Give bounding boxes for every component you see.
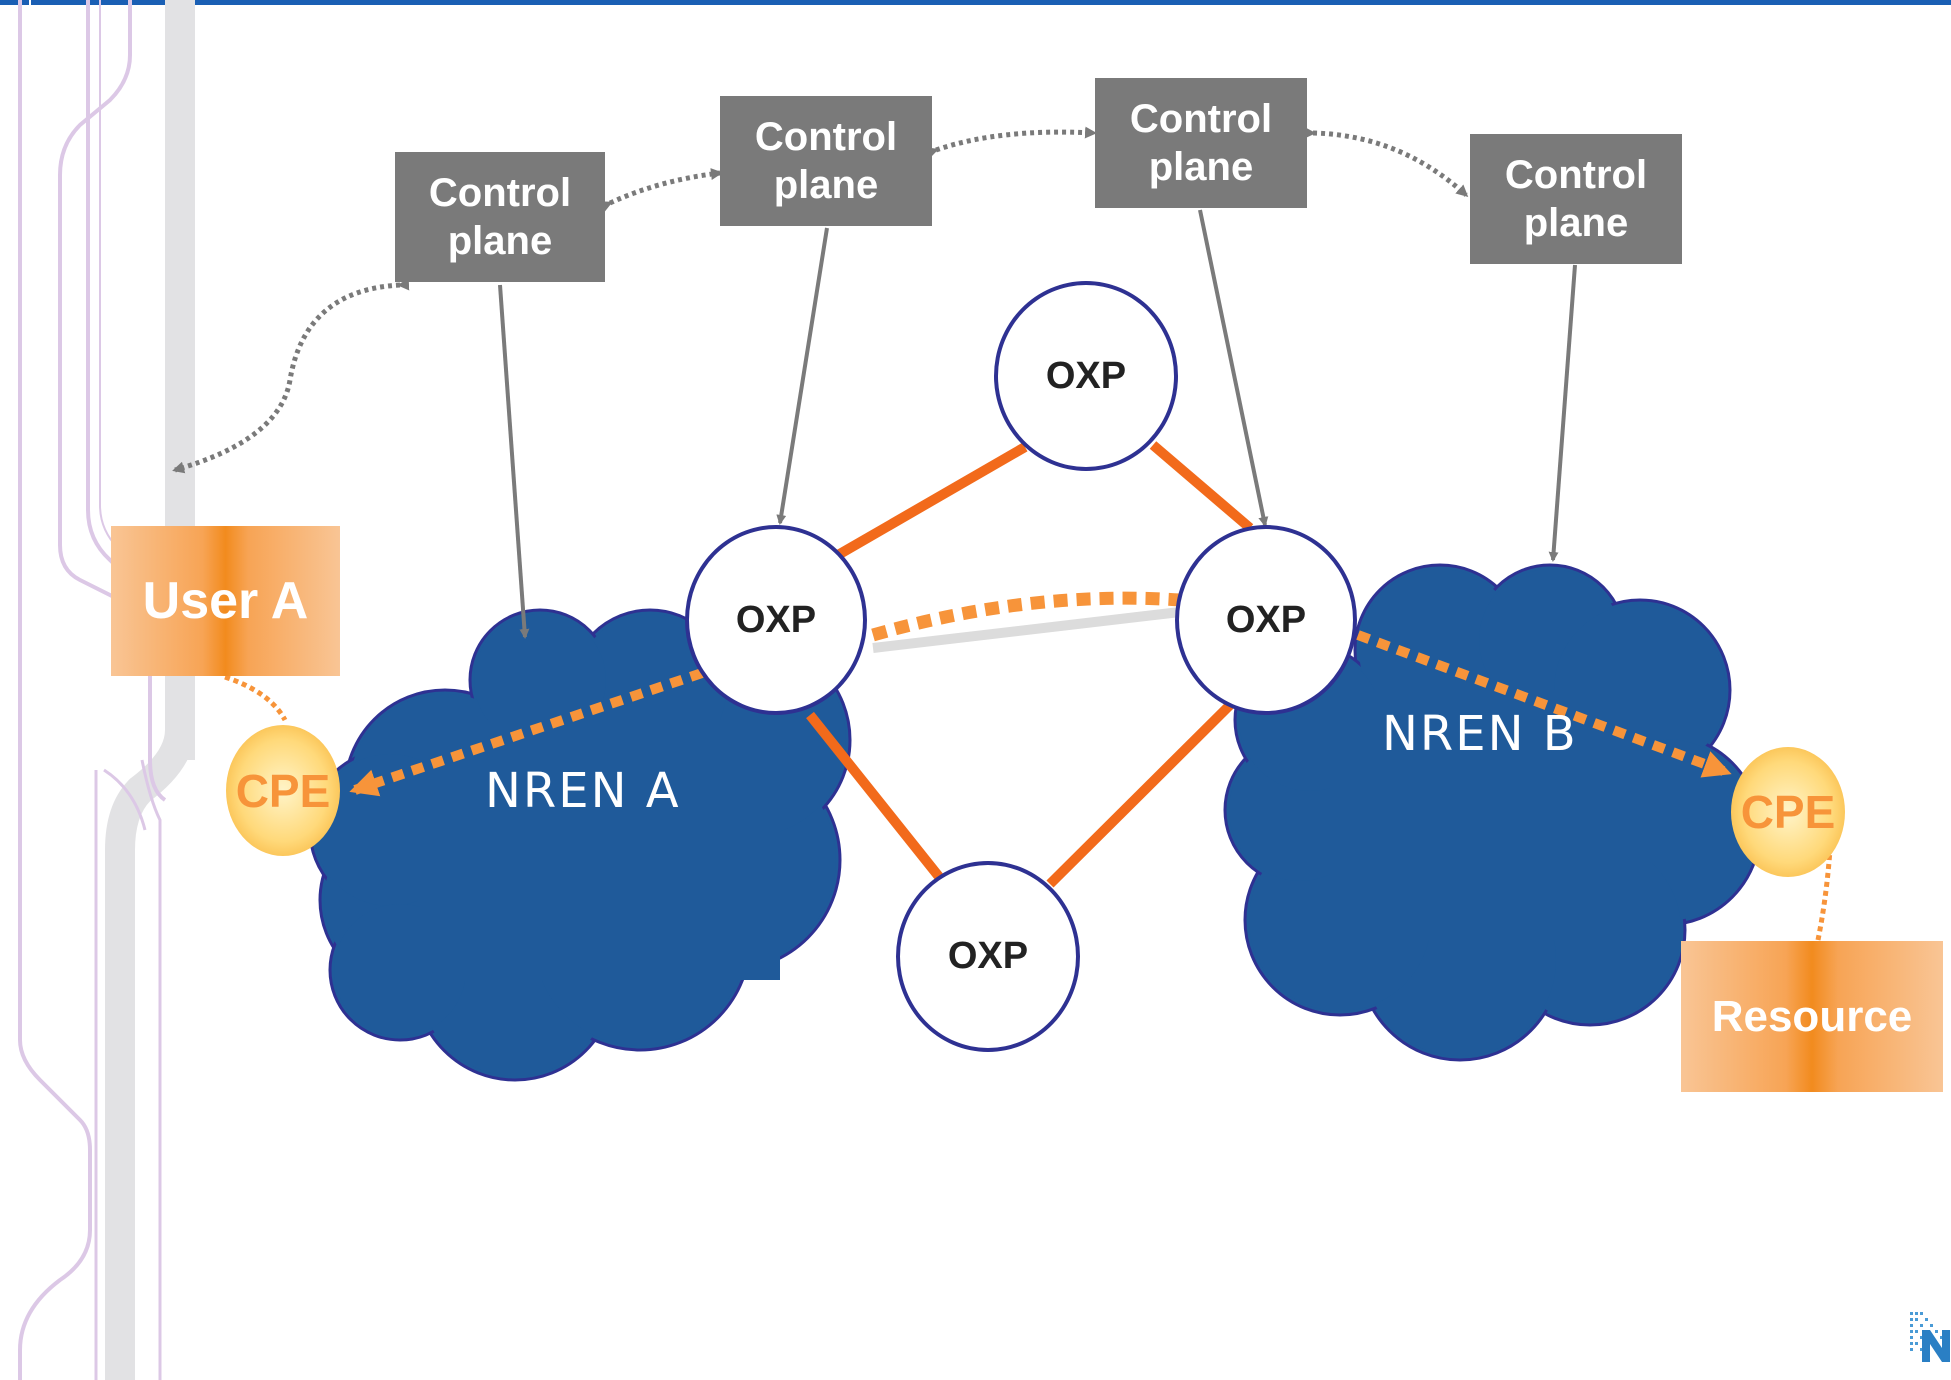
nren-a-label: NREN A: [485, 763, 681, 819]
control-plane-4: Control plane: [1470, 134, 1682, 264]
oxp-links: [806, 441, 1254, 888]
top-bar: [0, 0, 1951, 5]
oxp-node-right: OXP: [1175, 525, 1357, 715]
user-cpe-link: [224, 674, 288, 722]
control-plane-3-line2: plane: [1148, 145, 1254, 189]
oxp-node-top: OXP: [994, 281, 1178, 471]
control-plane-2-line1: Control: [754, 115, 898, 159]
control-peer-links: [172, 126, 1469, 474]
direct-link-gray: [872, 607, 1181, 653]
background-tracks: [18, 0, 195, 1380]
user-a-box: User A: [111, 526, 340, 676]
control-plane-3: Control plane: [1095, 78, 1307, 208]
lightpath-right-arrow: [1356, 630, 1732, 778]
resource-box: Resource: [1681, 941, 1943, 1092]
control-plane-2: Control plane: [720, 96, 932, 226]
corner-logo: [1908, 1308, 1951, 1364]
control-plane-1: Control plane: [395, 152, 605, 282]
lightpath-left-arrow: [349, 668, 704, 797]
oxp-node-bottom: OXP: [896, 861, 1080, 1052]
control-plane-3-line1: Control: [1129, 97, 1273, 141]
cpe-left: CPE: [226, 725, 340, 856]
control-plane-4-line1: Control: [1504, 153, 1648, 197]
cpe-resource-link: [1815, 809, 1835, 941]
control-plane-1-line1: Control: [428, 171, 572, 215]
cpe-right: CPE: [1731, 747, 1845, 877]
control-plane-2-line2: plane: [773, 163, 879, 207]
nren-b-label: NREN B: [1382, 706, 1578, 762]
oxp-node-left: OXP: [685, 525, 867, 715]
control-arrows: [498, 209, 1577, 639]
control-plane-4-line2: plane: [1523, 201, 1629, 245]
control-plane-1-line2: plane: [447, 219, 553, 263]
